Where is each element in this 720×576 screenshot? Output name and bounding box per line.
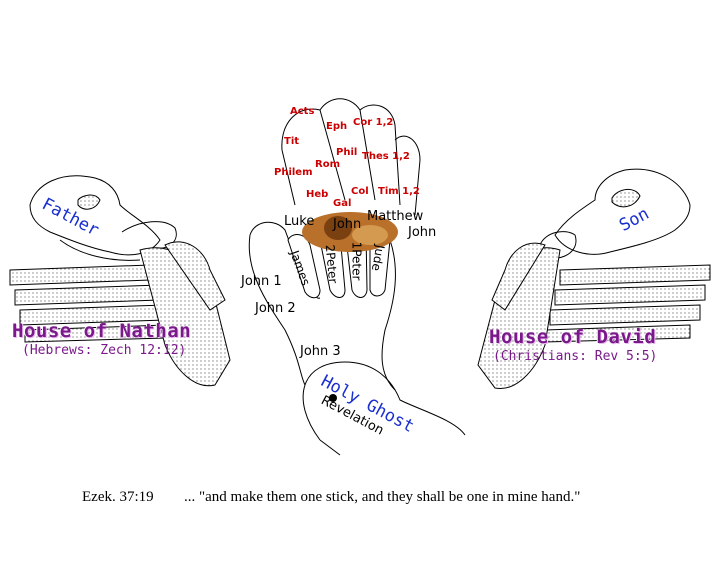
label-gal: Gal: [333, 198, 352, 209]
son-hand: [539, 168, 691, 259]
label-matthew: Matthew: [367, 209, 424, 224]
label-john1: John 1: [241, 274, 282, 289]
label-david-sub: (Christians: Rev 5:5): [493, 349, 658, 364]
label-john: John: [333, 217, 362, 232]
label-col: Col: [351, 186, 369, 197]
label-tit: Tit: [284, 136, 300, 147]
label-luke: Luke: [284, 214, 315, 229]
lion-image: [302, 212, 398, 252]
label-john-right: John: [408, 225, 437, 240]
label-john2: John 2: [255, 301, 296, 316]
label-2peter: 2Peter: [322, 244, 341, 284]
label-acts: Acts: [290, 106, 315, 117]
label-john3: John 3: [300, 344, 341, 359]
caption-reference: Ezek. 37:19: [82, 489, 154, 505]
right-skeleton-hand: [477, 242, 711, 389]
label-1peter: 1Peter: [349, 241, 364, 281]
label-eph: Eph: [326, 121, 348, 132]
label-philem: Philem: [274, 167, 313, 178]
label-house-of-david: House of David: [489, 326, 657, 348]
caption-text: ... "and make them one stick, and they s…: [184, 489, 581, 505]
label-house-of-nathan: House of Nathan: [12, 320, 192, 342]
label-nathan-sub: (Hebrews: Zech 12:12): [22, 343, 187, 358]
left-skeleton-hand: [9, 241, 231, 387]
label-phil: Phil: [336, 147, 358, 158]
label-rom: Rom: [315, 159, 340, 170]
label-tim: Tim 1,2: [378, 186, 420, 197]
label-cor: Cor 1,2: [353, 117, 394, 128]
nail-mark: [329, 394, 337, 402]
label-thes: Thes 1,2: [362, 151, 410, 162]
label-heb: Heb: [306, 189, 329, 200]
